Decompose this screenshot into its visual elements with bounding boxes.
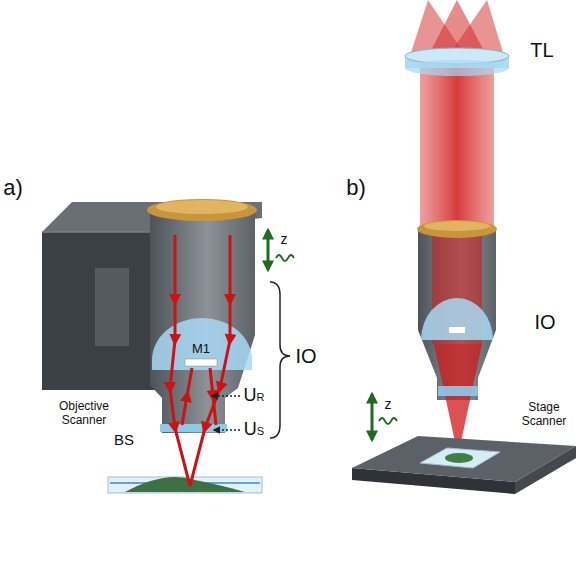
objective-ring [147, 199, 257, 221]
lens [152, 318, 252, 370]
part-label: IO [295, 345, 316, 368]
rays-a [170, 235, 230, 486]
objective-ring-top [156, 200, 248, 214]
wave-symbol [276, 255, 294, 261]
slide [420, 448, 500, 468]
part-label: M1 [192, 342, 210, 357]
ray [190, 235, 230, 486]
tube-lens [405, 48, 509, 76]
part-label: TL [530, 39, 553, 62]
specimen [445, 453, 473, 463]
wave-symbol [379, 418, 397, 424]
panel-label: a) [3, 175, 23, 200]
scanner-notch [95, 268, 129, 346]
beam-splitter [160, 424, 227, 432]
scanner-edge [42, 231, 160, 233]
stage-top [352, 436, 576, 482]
sample-a [108, 477, 262, 493]
z-arrow [371, 394, 374, 440]
mirror [185, 359, 217, 366]
signal-label: US [244, 419, 264, 440]
slide [108, 477, 262, 493]
axis-label: z [281, 231, 288, 247]
lens [421, 298, 493, 340]
lens-bottom [405, 60, 509, 76]
stage-scanner [352, 436, 576, 494]
axis-label: z [385, 396, 392, 412]
window [438, 386, 478, 396]
z-arrow [267, 230, 270, 270]
beams-b [408, 0, 506, 230]
ray [182, 368, 192, 425]
bracket [270, 282, 290, 438]
beam [420, 62, 494, 230]
part-label: Stage Scanner [513, 401, 575, 429]
panel-label: b) [346, 175, 366, 200]
leader-line [212, 395, 240, 397]
leader-line [214, 429, 240, 431]
objective-ring [417, 220, 497, 238]
objective-body [150, 213, 255, 433]
scanner-body [42, 232, 160, 390]
signal-label: UR [244, 385, 265, 406]
ray [170, 235, 190, 486]
part-label: Objective Scanner [48, 400, 120, 428]
specimen [125, 477, 245, 492]
mirror [449, 327, 465, 333]
part-label: IO [534, 311, 555, 334]
part-label: BS [114, 431, 134, 448]
objective-a [147, 199, 257, 433]
objective-b [417, 220, 497, 456]
objective-ring-top [424, 221, 490, 231]
